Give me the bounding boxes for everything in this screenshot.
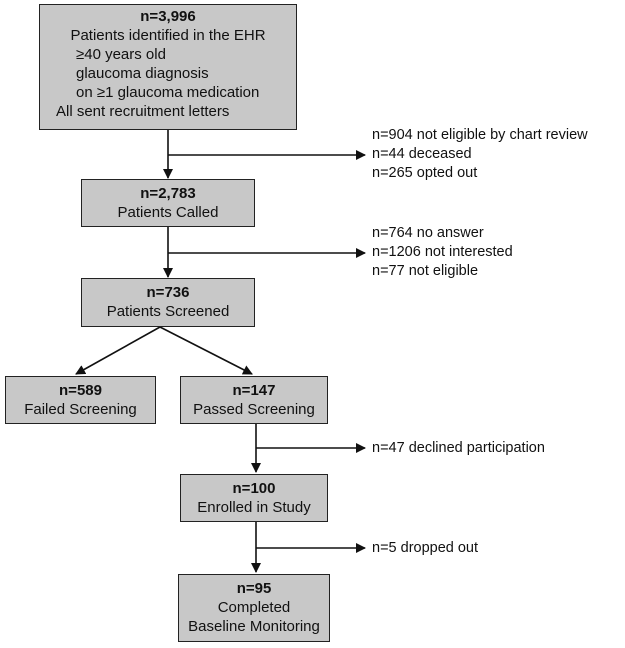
- count-enrolled: n=100: [232, 480, 276, 497]
- box-patients-identified: n=3,996 Patients identified in the EHR ≥…: [39, 4, 297, 130]
- label-enrolled: Enrolled in Study: [197, 499, 311, 516]
- exclusions-calls: n=764 no answer n=1206 not interested n=…: [372, 224, 513, 281]
- box-patients-called: n=2,783 Patients Called: [81, 179, 255, 227]
- label-failed: Failed Screening: [24, 401, 137, 418]
- label-identified: Patients identified in the EHR: [70, 27, 266, 44]
- count-completed: n=95: [236, 580, 272, 597]
- label-recruitment-letters: All sent recruitment letters: [56, 103, 230, 120]
- exclusion-dropped-out: n=5 dropped out: [372, 540, 479, 556]
- exclusion-not-eligible-call: n=77 not eligible: [372, 263, 479, 279]
- box-completed: n=95 Completed Baseline Monitoring: [178, 574, 330, 642]
- arrow-screened-to-failed: [75, 326, 161, 375]
- exclusion-not-eligible: n=904 not eligible by chart review: [372, 127, 588, 143]
- exclusion-no-answer: n=764 no answer: [372, 225, 484, 241]
- criterion-diagnosis: glaucoma diagnosis: [76, 65, 209, 82]
- arrow-screened-to-passed: [159, 326, 253, 375]
- label-called: Patients Called: [117, 204, 219, 221]
- count-called: n=2,783: [140, 185, 196, 202]
- box-enrolled: n=100 Enrolled in Study: [180, 474, 328, 522]
- criterion-medication: on ≥1 glaucoma medication: [76, 84, 260, 101]
- label-baseline-monitoring: Baseline Monitoring: [188, 618, 320, 635]
- exclusion-deceased: n=44 deceased: [372, 146, 472, 162]
- label-passed: Passed Screening: [193, 401, 315, 418]
- exclusions-chart-review: n=904 not eligible by chart review n=44 …: [372, 126, 588, 183]
- exclusion-not-interested: n=1206 not interested: [372, 244, 513, 260]
- exclusion-opted-out: n=265 opted out: [372, 165, 478, 181]
- exclusion-declined: n=47 declined participation: [372, 440, 545, 456]
- count-screened: n=736: [146, 284, 190, 301]
- criterion-age: ≥40 years old: [76, 46, 166, 63]
- count-passed: n=147: [232, 382, 276, 399]
- box-passed-screening: n=147 Passed Screening: [180, 376, 328, 424]
- label-screened: Patients Screened: [106, 303, 230, 320]
- box-failed-screening: n=589 Failed Screening: [5, 376, 156, 424]
- label-completed: Completed: [217, 599, 291, 616]
- box-patients-screened: n=736 Patients Screened: [81, 278, 255, 327]
- count-identified: n=3,996: [140, 8, 196, 25]
- count-failed: n=589: [59, 382, 102, 399]
